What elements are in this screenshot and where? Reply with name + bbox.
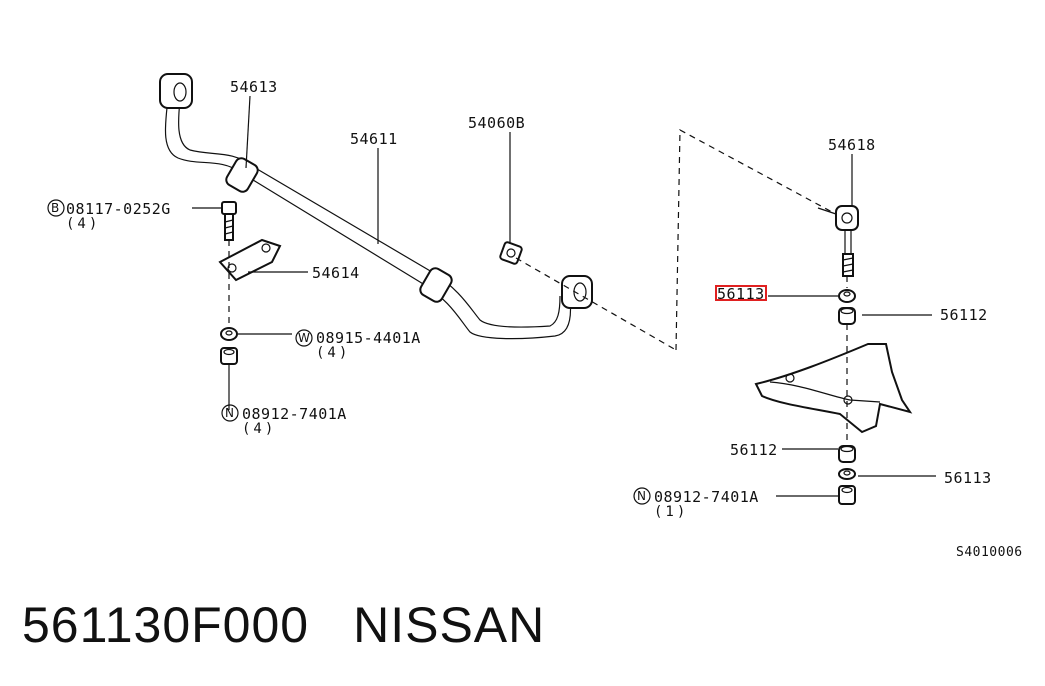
label-56113-top: 56113 — [717, 285, 765, 303]
bolt-08117 — [221, 201, 237, 241]
nut-08912-right — [838, 485, 856, 505]
qty-washer: (4) — [316, 345, 350, 361]
stabilizer-link-54618 — [817, 205, 859, 277]
circle-letter-n-right: N — [637, 489, 646, 503]
label-56113-bottom: 56113 — [944, 469, 992, 487]
callout-nut-left: N 08912-7401A (4) — [221, 404, 347, 437]
lower-arm — [754, 343, 913, 434]
qty-nut-left: (4) — [242, 421, 276, 437]
bushing-56113-bottom — [838, 468, 856, 480]
circle-letter-n-left: N — [225, 406, 234, 420]
label-08912-7401A-left: 08912-7401A — [242, 405, 347, 423]
bushing-56113-top — [838, 289, 856, 303]
washer-08915 — [220, 327, 238, 341]
qty-bolt: (4) — [66, 216, 100, 232]
highlight-box — [715, 285, 767, 301]
callout-washer: W 08915-4401A (4) — [295, 329, 421, 361]
part-number: 561130F000 — [22, 597, 310, 653]
label-08117-0252G: 08117-0252G — [66, 200, 171, 218]
nut-08912-left — [220, 347, 238, 365]
bar-end-eye-left — [159, 73, 193, 109]
part-caption: 561130F000 NISSAN — [22, 596, 545, 654]
bushing-56112-bottom — [838, 445, 856, 463]
circle-letter-w: W — [298, 331, 310, 345]
bar-bushing-right — [419, 267, 453, 303]
highlighted-part-56113[interactable]: 56113 — [715, 285, 767, 303]
label-54611: 54611 — [350, 130, 398, 148]
label-56112-right: 56112 — [940, 306, 988, 324]
qty-nut-right: (1) — [654, 504, 688, 520]
callout-nut-right: N 08912-7401A (1) — [633, 487, 759, 520]
label-56112-left: 56112 — [730, 441, 778, 459]
stabilizer-bar — [164, 97, 572, 340]
bar-end-eye-right — [561, 275, 593, 309]
label-54613: 54613 — [230, 78, 278, 96]
brand-name: NISSAN — [353, 597, 546, 653]
drawing-code: S4010006 — [956, 545, 1023, 560]
label-54614: 54614 — [312, 264, 360, 282]
label-54060B: 54060B — [468, 114, 525, 132]
bar-bushing-left — [225, 157, 259, 193]
callout-bolt: B 08117-0252G (4) — [47, 199, 171, 232]
nut-54060B — [499, 241, 523, 265]
label-54618: 54618 — [828, 136, 876, 154]
label-08912-7401A-right: 08912-7401A — [654, 488, 759, 506]
bracket-54614 — [218, 238, 282, 282]
bushing-56112-top — [838, 307, 856, 325]
circle-letter-b: B — [51, 201, 59, 215]
label-08915-4401A: 08915-4401A — [316, 329, 421, 347]
